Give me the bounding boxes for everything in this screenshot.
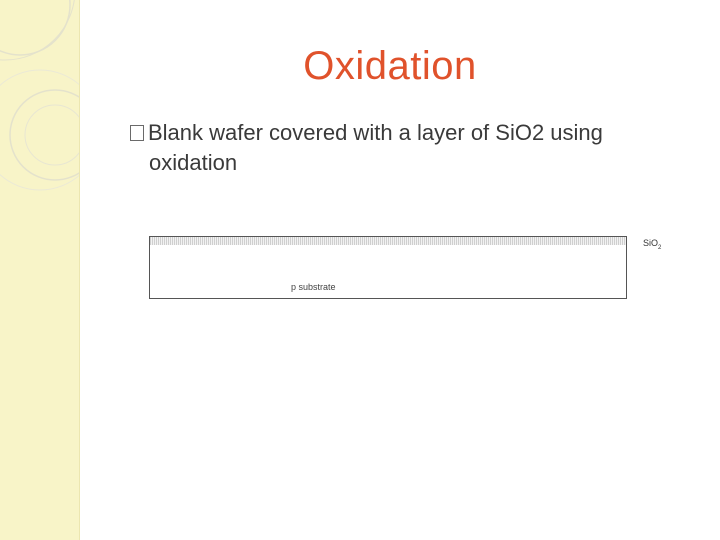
wafer-diagram: p substrate	[149, 236, 627, 299]
decorative-circles	[0, 0, 79, 191]
bullet-text-line-2: oxidation	[149, 150, 238, 175]
oxide-label: SiO2	[643, 238, 661, 251]
slide-title: Oxidation	[303, 44, 477, 88]
side-decoration-band	[0, 0, 80, 540]
bullet-box-icon	[130, 125, 144, 141]
oxide-label-subscript: 2	[658, 244, 662, 251]
substrate-label: p substrate	[291, 282, 336, 292]
oxide-label-main: SiO	[643, 238, 659, 248]
substrate-layer	[149, 245, 627, 299]
bullet-text-line-1: Blank wafer covered with a layer of SiO2…	[148, 120, 603, 145]
bullet-point: Blank wafer covered with a layer of SiO2…	[130, 118, 690, 178]
